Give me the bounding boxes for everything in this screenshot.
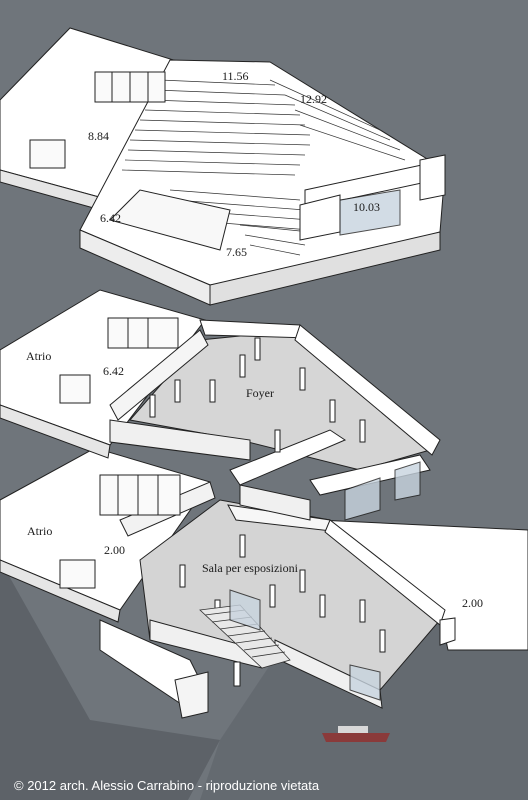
ground-level bbox=[0, 447, 528, 719]
elevation-label-top-4: 6.42 bbox=[100, 211, 121, 225]
stage-area bbox=[109, 189, 231, 251]
boat bbox=[322, 726, 390, 742]
elevation-label-top-6: 10.03 bbox=[353, 200, 380, 214]
ground-atrio-label: Atrio bbox=[27, 524, 52, 538]
middle-elevation-label: 6.42 bbox=[103, 364, 124, 378]
auditorium-seating bbox=[121, 79, 406, 256]
foyer-label: Foyer bbox=[246, 386, 274, 400]
ground-elevation-label: 2.00 bbox=[104, 543, 125, 557]
exhibition-hall-label: Sala per esposizioni bbox=[202, 561, 299, 575]
elevation-label-top-3: 8.84 bbox=[88, 129, 109, 143]
elevation-label-top-2: 12.92 bbox=[300, 92, 327, 106]
elevation-label-top-5: 7.65 bbox=[226, 245, 247, 259]
elevation-label-top-1: 11.56 bbox=[222, 69, 249, 83]
ground-service-rooms bbox=[59, 474, 181, 589]
top-level bbox=[0, 27, 446, 306]
middle-level bbox=[0, 289, 441, 521]
copyright-notice: © 2012 arch. Alessio Carrabino - riprodu… bbox=[14, 778, 320, 793]
middle-service-rooms bbox=[59, 317, 179, 404]
middle-atrio-label: Atrio bbox=[26, 349, 51, 363]
top-service-rooms bbox=[29, 71, 166, 169]
water-plane bbox=[0, 560, 220, 800]
terrace-elevation-label: 2.00 bbox=[462, 596, 483, 610]
